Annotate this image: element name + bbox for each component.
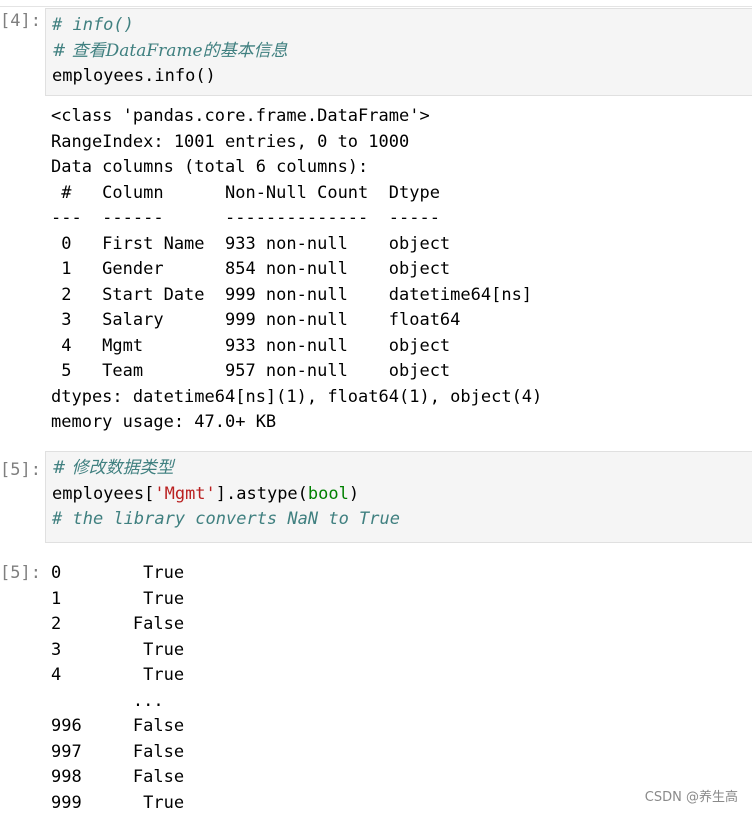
output-line: 2 Start Date 999 non-null datetime64[ns] [51, 283, 752, 309]
code-comment-line: # info() [52, 13, 752, 39]
code-line: employees.info() [52, 64, 752, 90]
output-line: 0 True [51, 561, 752, 587]
cell-4-input-prompt: [4]: [0, 9, 44, 35]
output-line: memory usage: 47.0+ KB [51, 410, 752, 436]
code-token: ].astype( [216, 484, 308, 504]
code-token: ) [349, 484, 359, 504]
cell-5-output: 0 True 1 True 2 False 3 True 4 True ... … [45, 559, 752, 816]
csdn-watermark: CSDN @养生高 [645, 786, 738, 805]
cell-5-code-input[interactable]: # 修改数据类型 employees['Mgmt'].astype(bool) … [45, 451, 752, 543]
notebook-top-border [0, 0, 752, 7]
output-line: Data columns (total 6 columns): [51, 155, 752, 181]
cell-5-output-prompt: [5]: [0, 561, 44, 587]
code-token: employees. [52, 66, 154, 86]
code-comment-line: # the library converts NaN to True [52, 507, 752, 533]
output-line: 2 False [51, 612, 752, 638]
output-line: 4 True [51, 663, 752, 689]
output-line: 3 Salary 999 non-null float64 [51, 308, 752, 334]
output-line: 996 False [51, 714, 752, 740]
code-line: employees['Mgmt'].astype(bool) [52, 482, 752, 508]
output-line: # Column Non-Null Count Dtype [51, 181, 752, 207]
output-line: RangeIndex: 1001 entries, 0 to 1000 [51, 130, 752, 156]
code-comment-line: # 修改数据类型 [52, 456, 752, 482]
code-token: employees[ [52, 484, 154, 504]
cell-4-output: <class 'pandas.core.frame.DataFrame'> Ra… [45, 102, 752, 436]
output-line: 1 Gender 854 non-null object [51, 257, 752, 283]
output-line: <class 'pandas.core.frame.DataFrame'> [51, 104, 752, 130]
output-line: --- ------ -------------- ----- [51, 206, 752, 232]
code-method-token: info [154, 66, 195, 86]
output-line: 997 False [51, 740, 752, 766]
code-string-token: 'Mgmt' [154, 484, 215, 504]
output-line: 3 True [51, 638, 752, 664]
output-line: dtypes: datetime64[ns](1), float64(1), o… [51, 385, 752, 411]
output-line: 4 Mgmt 933 non-null object [51, 334, 752, 360]
output-line: 0 First Name 933 non-null object [51, 232, 752, 258]
output-line: ... [51, 689, 752, 715]
code-builtin-token: bool [308, 484, 349, 504]
cell-5-input-prompt: [5]: [0, 458, 44, 484]
output-line: 5 Team 957 non-null object [51, 359, 752, 385]
cell-4-code-input[interactable]: # info() # 查看DataFrame的基本信息 employees.in… [45, 8, 752, 96]
code-token: () [195, 66, 215, 86]
output-line: 1 True [51, 587, 752, 613]
code-comment-line: # 查看DataFrame的基本信息 [52, 39, 752, 65]
